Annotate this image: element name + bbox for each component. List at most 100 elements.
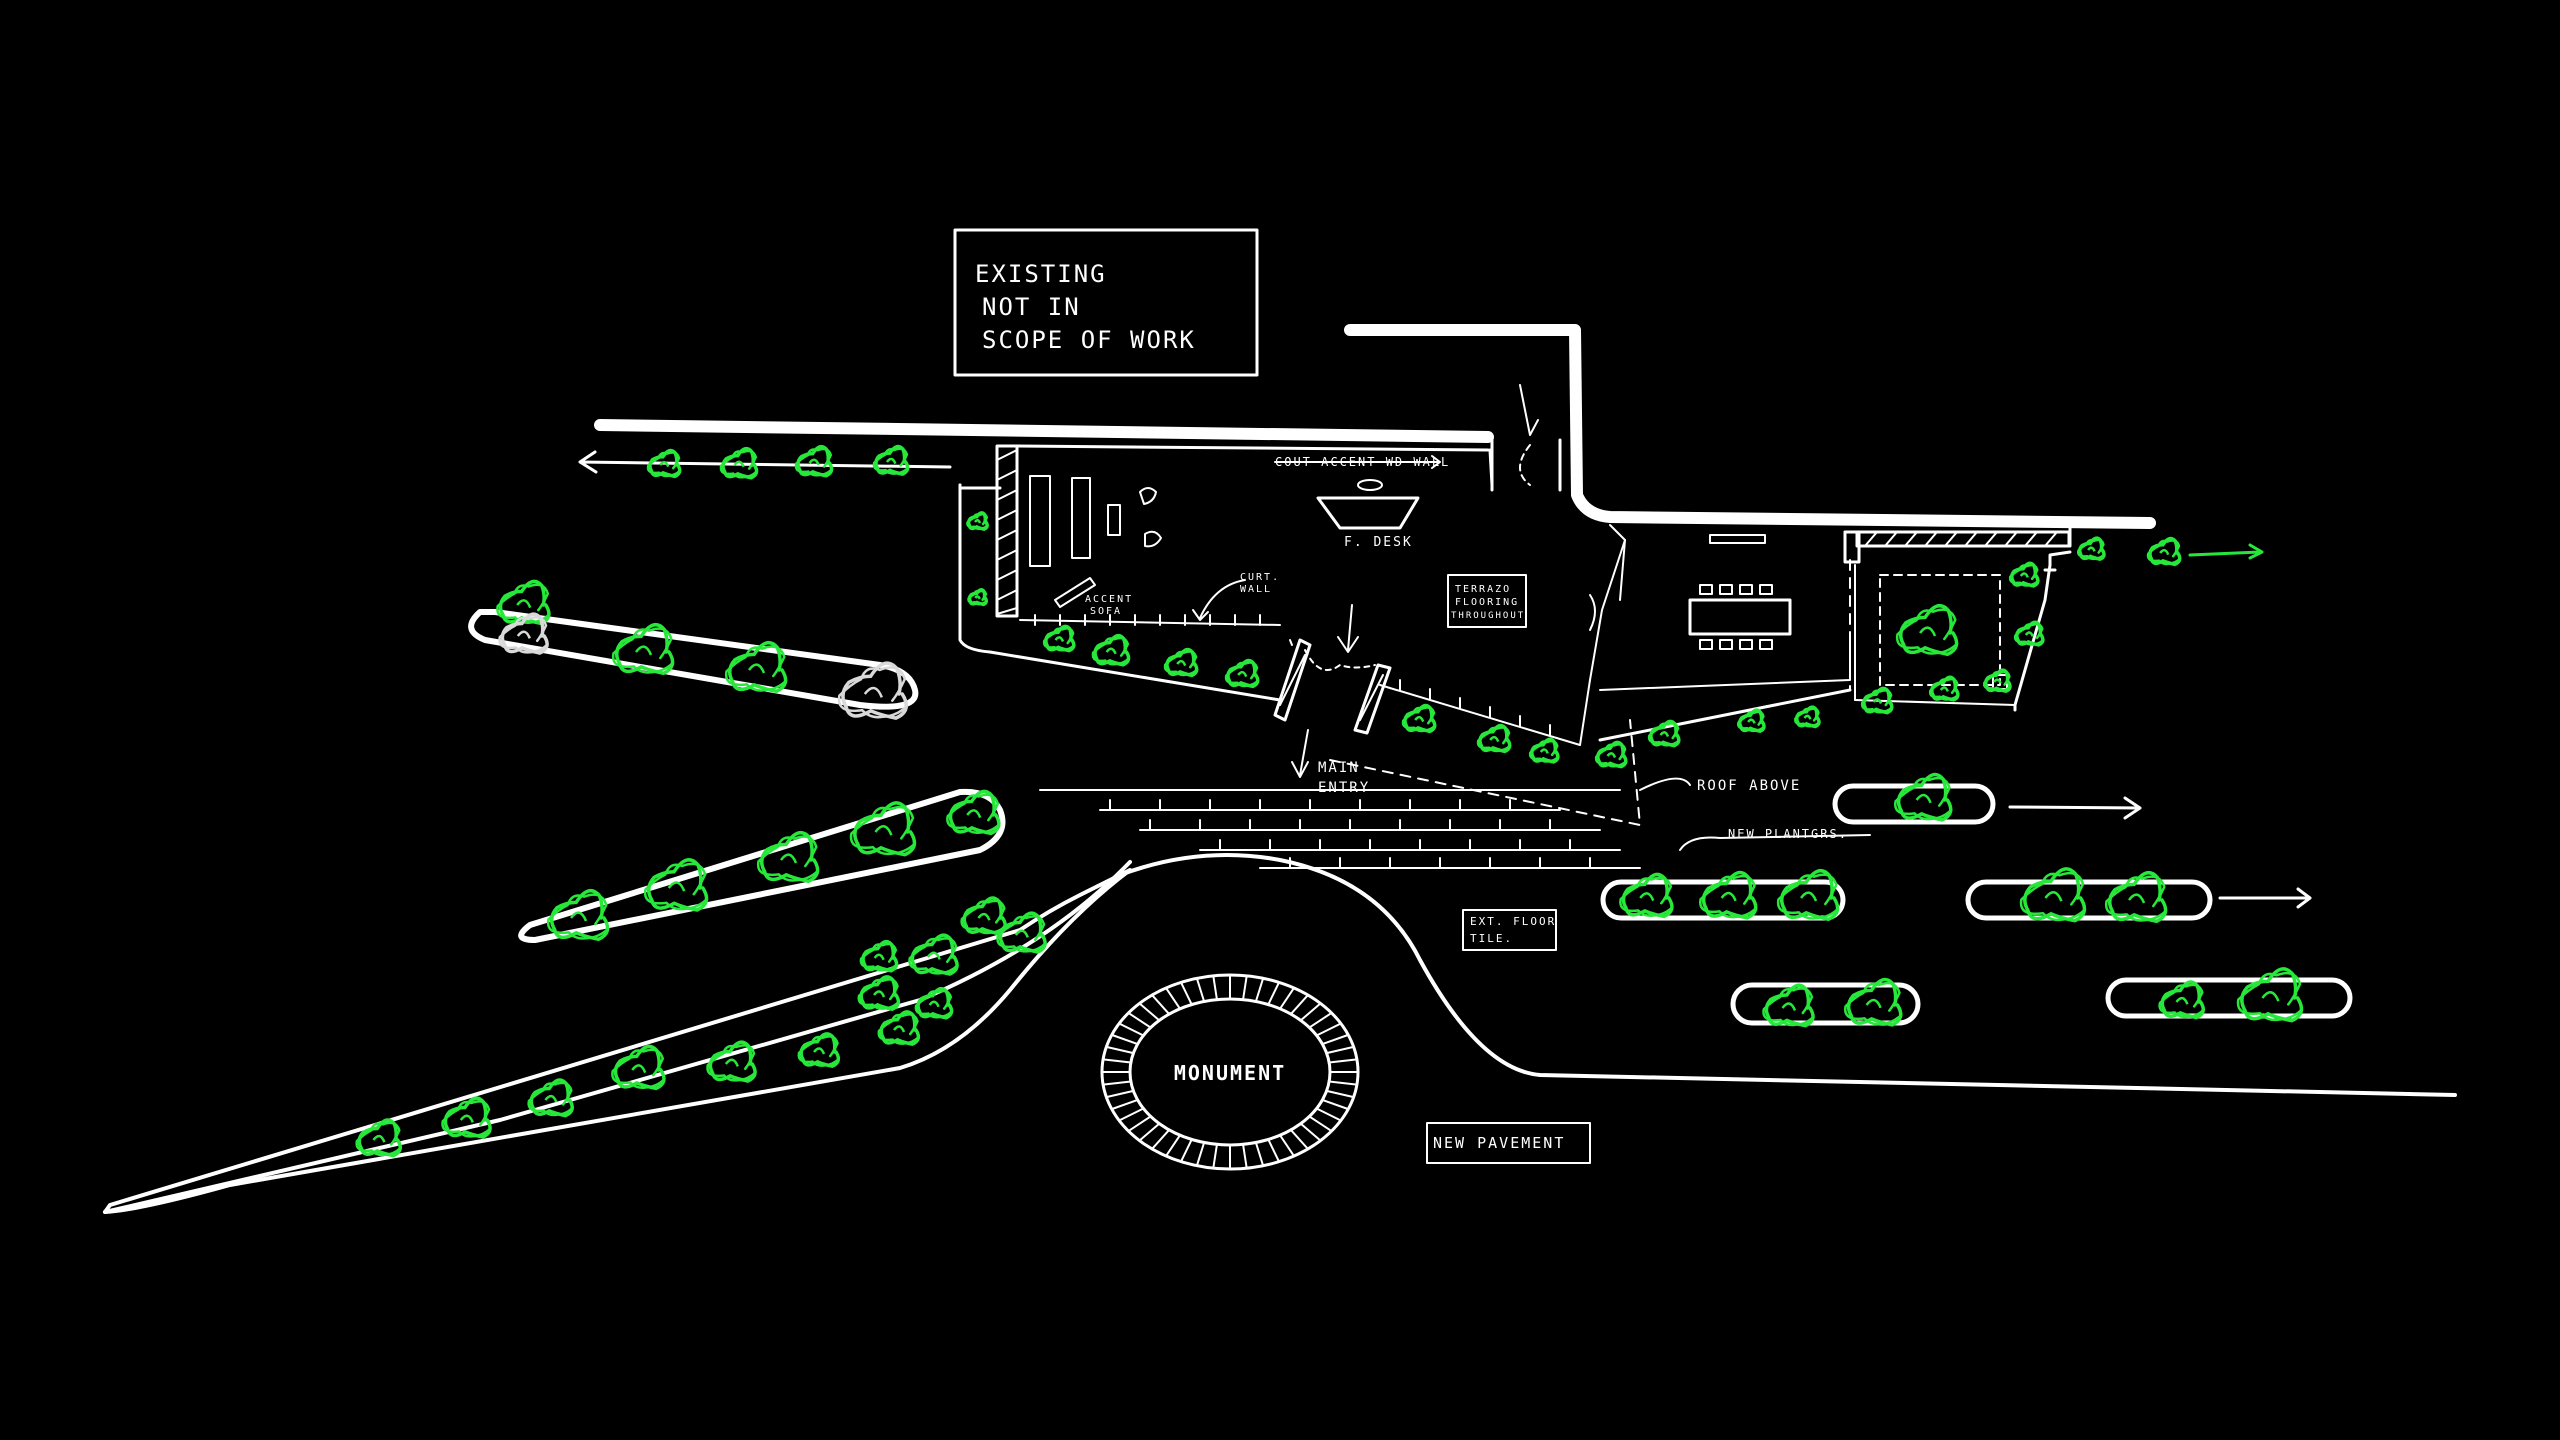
shrub-icon (797, 1032, 841, 1069)
monument-tick (1242, 974, 1248, 1001)
shrub-icon (1619, 872, 1674, 919)
shrub-icon (877, 1010, 921, 1047)
monument-tick (1138, 1122, 1161, 1142)
shrub-icon (1844, 977, 1903, 1027)
shrub-icon (908, 933, 959, 976)
monument-tick (1212, 974, 1218, 1001)
monument-tick (1299, 1122, 1322, 1142)
monument-tick (1289, 1128, 1309, 1150)
planting-layer (355, 444, 2304, 1158)
label-new-plantings: NEW PLANTGRS. (1728, 827, 1848, 841)
shrub-icon (1860, 686, 1894, 715)
label-curtain-wall-1: CURT. (1240, 572, 1280, 583)
shrub-icon (2146, 536, 2182, 567)
shrub-icon (2076, 536, 2106, 562)
monument-tick (1279, 1134, 1295, 1158)
main-entry (1273, 604, 1392, 778)
shrub-icon (719, 446, 759, 480)
shrub-icon (1762, 983, 1815, 1028)
shrub-icon (2158, 980, 2205, 1020)
shrub-icon (527, 1078, 574, 1118)
monument: MONUMENT (1100, 973, 1360, 1171)
monument-tick (1102, 1058, 1132, 1064)
planter-islands (103, 609, 2353, 1214)
interior-fixtures (1029, 384, 1596, 631)
monument-tick (1289, 994, 1309, 1016)
monument-tick (1254, 1141, 1265, 1167)
monument-tick (1180, 981, 1193, 1006)
scope-note-line-1: EXISTING (975, 260, 1107, 288)
shrub-icon (1528, 737, 1560, 764)
monument-tick (1102, 1080, 1132, 1086)
shrub-icon (1699, 870, 1758, 920)
monument-tick (1118, 1022, 1145, 1037)
scope-note-line-3: SCOPE OF WORK (982, 326, 1196, 354)
shrub-icon (1982, 668, 2012, 694)
monument-tick (1212, 1143, 1218, 1170)
building-footprint (958, 444, 2072, 746)
monument-tick (1254, 977, 1265, 1003)
scope-note: EXISTING NOT IN SCOPE OF WORK (953, 228, 1259, 377)
shrub-icon (872, 444, 910, 476)
monument-tick (1308, 1011, 1333, 1029)
monument-tick (1165, 986, 1181, 1010)
monument-tick (1165, 1134, 1181, 1158)
monument-tick (1279, 986, 1295, 1010)
monument-tick (1151, 1128, 1171, 1150)
shrub-icon (611, 622, 675, 676)
monument-tick (1138, 1002, 1161, 1022)
shrub-icon (756, 830, 820, 884)
monument-tick (1242, 1143, 1248, 1170)
shrub-icon (646, 448, 682, 479)
existing-walls (594, 324, 2156, 529)
shrub-icon (2013, 620, 2045, 647)
shrub-icon (1736, 708, 1766, 734)
shrub-icon (706, 1040, 757, 1083)
shrub-icon (1794, 705, 1821, 729)
shrub-icon (996, 911, 1047, 954)
label-accent-sofa-2: SOFA (1090, 606, 1122, 617)
label-roof-above: ROOF ABOVE (1697, 778, 1801, 794)
shrub-icon (1224, 658, 1260, 689)
label-flooring-2: FLOORING (1455, 597, 1519, 608)
shrub-icon (849, 801, 917, 857)
label-ext-floor-1: EXT. FLOOR (1470, 915, 1556, 928)
shrub-icon (857, 975, 901, 1012)
plaza-paving (1039, 719, 1691, 869)
label-main-entry-2: ENTRY (1318, 780, 1370, 796)
shrub-icon (441, 1096, 492, 1139)
label-flooring-1: TERRAZO (1455, 584, 1511, 595)
shrub-icon (1163, 647, 1199, 678)
shrub-icon (1647, 719, 1681, 748)
shrub-icon (1895, 603, 1959, 657)
monument-tick (1105, 1089, 1135, 1099)
monument-tick (1118, 1107, 1145, 1122)
label-accent-wall: COUT ACCENT WD WALL (1275, 455, 1450, 469)
scope-note-line-2: NOT IN (982, 293, 1081, 321)
monument-tick (1299, 1002, 1322, 1022)
shrub-icon (1401, 703, 1437, 734)
label-flooring-3: THROUGHOUT (1451, 611, 1525, 621)
monument-tick (1180, 1138, 1193, 1163)
monument-tick (1308, 1115, 1333, 1133)
monument-tick (1267, 1138, 1280, 1163)
monument-tick (1325, 1045, 1355, 1055)
drive-and-road (103, 853, 2457, 1214)
monument-tick (1195, 1141, 1206, 1167)
shrub-icon (966, 511, 989, 531)
monument-tick (1315, 1107, 1342, 1122)
label-accent-sofa-1: ACCENT (1085, 594, 1133, 605)
shrub-icon (837, 661, 909, 720)
shrub-icon (724, 640, 788, 694)
shrub-icon (1476, 723, 1512, 754)
note-boxes (1426, 909, 1591, 1164)
monument-label: MONUMENT (1174, 1061, 1286, 1085)
monument-tick (1195, 977, 1206, 1003)
shrub-icon (1928, 675, 1960, 702)
shrub-icon (546, 888, 610, 942)
shrub-icon (1091, 633, 1131, 667)
shrub-icon (2104, 870, 2168, 924)
monument-tick (1328, 1058, 1358, 1064)
monument-tick (1328, 1080, 1358, 1086)
